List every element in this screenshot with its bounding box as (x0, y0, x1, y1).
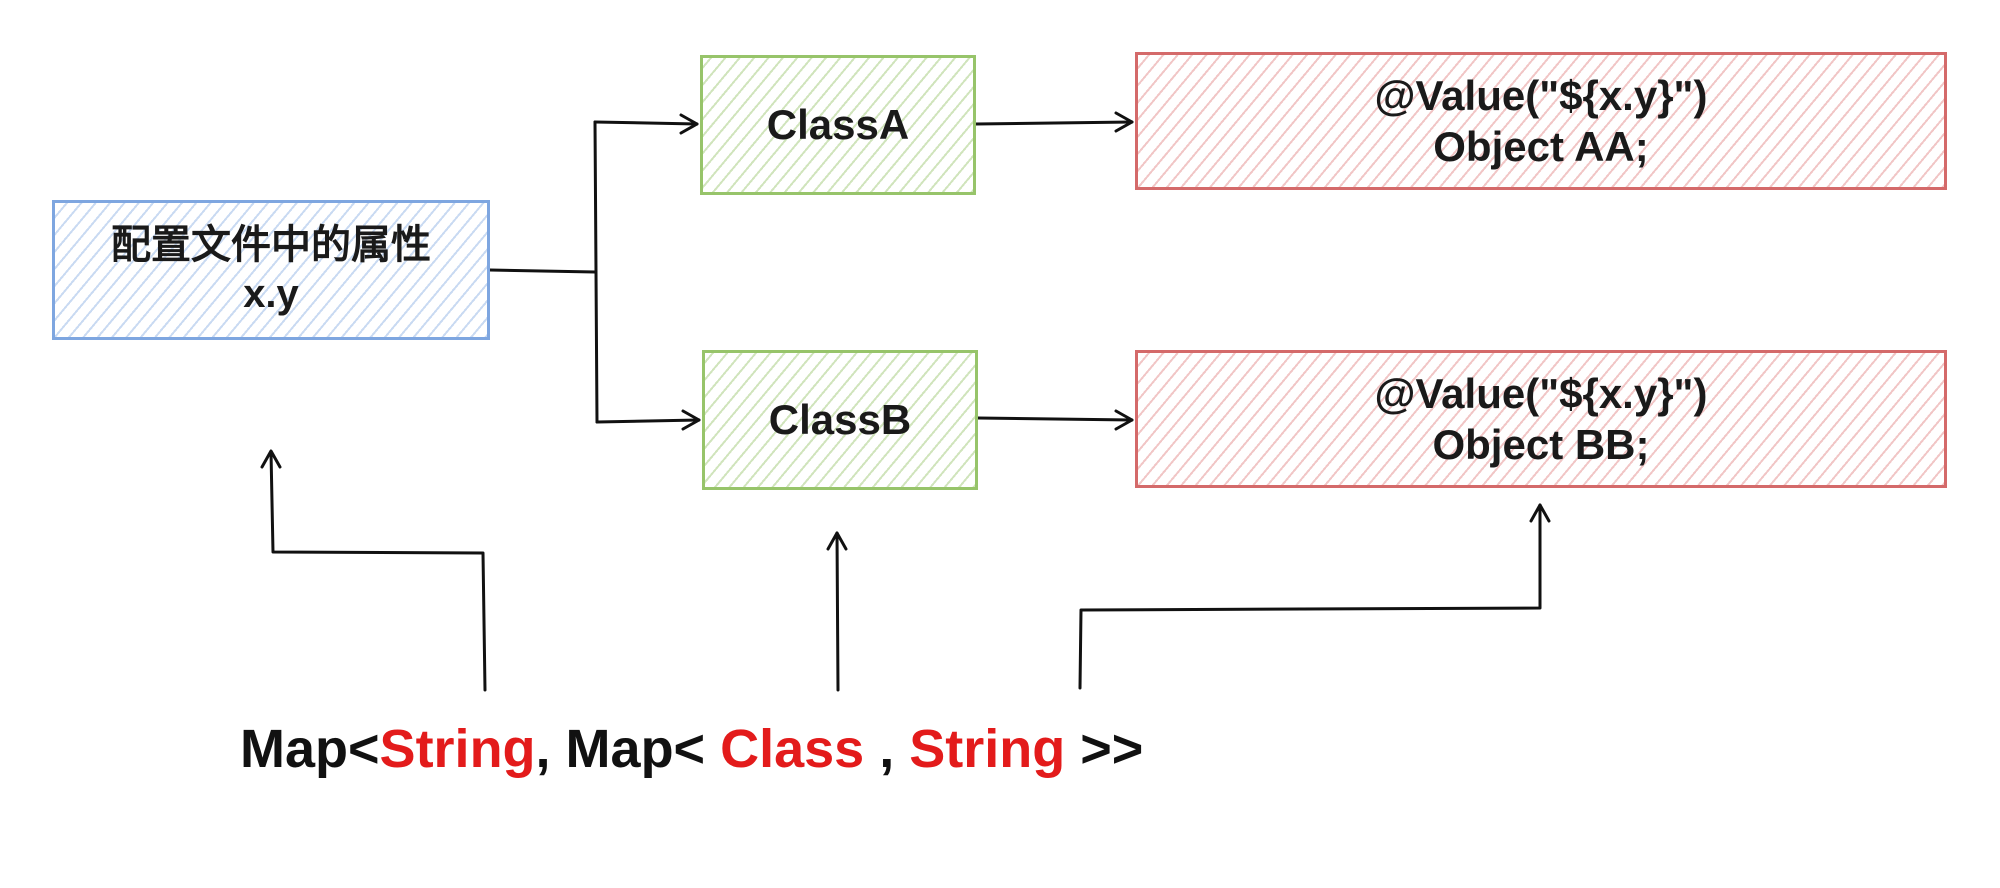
class-a-box: ClassA (700, 55, 976, 195)
type-map-outer: Map< (240, 719, 380, 779)
class-b-box: ClassB (702, 350, 978, 490)
map-type-expression: Map<String, Map< Class , String >> (240, 718, 1143, 780)
connector-class-to-class-b (835, 531, 840, 692)
value-aa-box: @Value("${x.y}") Object AA; (1135, 52, 1947, 190)
arrow-head-class-a (679, 113, 699, 135)
connector-value-to-value-bb (1078, 503, 1542, 690)
type-map-inner: , Map< (535, 719, 721, 779)
connector-class-b-to-value-bb (976, 416, 1134, 422)
connector-to-class-a (593, 120, 699, 126)
value-aa-annotation: @Value("${x.y}") (1374, 71, 1708, 119)
connector-key-to-source (269, 450, 487, 692)
arrow-head-value-bb-bottom (1529, 503, 1551, 523)
connector-class-a-to-value-aa (974, 120, 1134, 126)
arrow-head-source (260, 449, 282, 469)
source-property-title: 配置文件中的属性 (111, 223, 431, 268)
class-b-label: ClassB (768, 396, 912, 444)
value-bb-annotation: @Value("${x.y}") (1374, 369, 1708, 417)
class-a-label: ClassA (766, 101, 910, 149)
value-aa-field: Object AA; (1433, 123, 1649, 170)
connector-source-to-split (488, 268, 597, 274)
arrow-head-value-aa (1114, 111, 1134, 133)
source-property-key: x.y (243, 272, 299, 316)
value-bb-field: Object BB; (1432, 421, 1650, 468)
connector-split-vertical (593, 120, 599, 424)
type-separator: , (864, 719, 910, 779)
type-close: >> (1065, 719, 1144, 779)
arrow-head-class-b (681, 409, 701, 431)
type-value-string: String (909, 719, 1066, 779)
arrow-head-value-bb (1114, 409, 1134, 431)
type-key-string: String (379, 719, 536, 779)
type-class: Class (720, 719, 865, 779)
source-property-box: 配置文件中的属性 x.y (52, 200, 490, 340)
arrow-head-class-b-bottom (826, 531, 848, 551)
connector-to-class-b (595, 418, 701, 424)
value-bb-box: @Value("${x.y}") Object BB; (1135, 350, 1947, 488)
